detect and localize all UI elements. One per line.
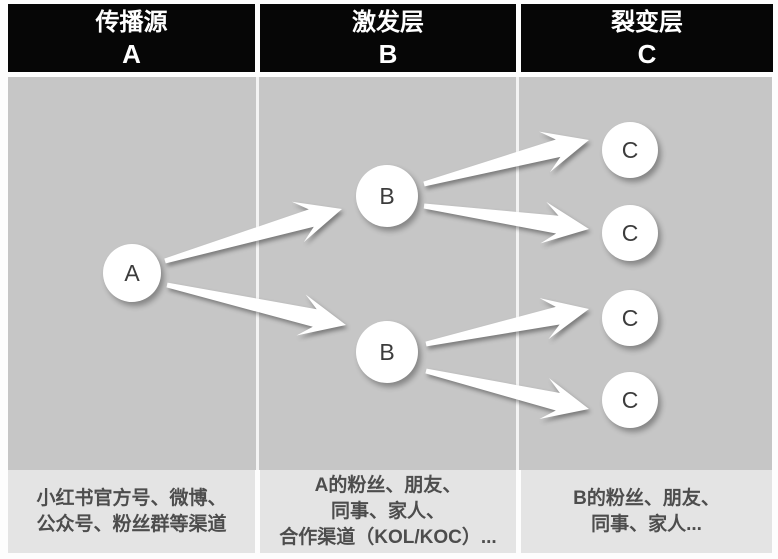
footer-line: 公众号、粉丝群等渠道 — [36, 513, 227, 535]
header-column-fission: 裂变层 C — [521, 4, 773, 72]
footer-line: 小红书官方号、微博、 — [36, 487, 227, 509]
footer-box-source-channels: 小红书官方号、微博、 公众号、粉丝群等渠道 — [8, 470, 255, 553]
header-title: 激发层 — [352, 8, 424, 36]
footer-box-fission-audience: B的粉丝、朋友、 同事、家人... — [521, 470, 772, 553]
footer-line: A的粉丝、朋友、 — [314, 474, 462, 496]
node-b1: B — [356, 165, 418, 227]
node-c2: C — [602, 205, 658, 261]
header-letter: C — [637, 38, 657, 69]
header-column-activation: 激发层 B — [260, 4, 516, 72]
node-c1: C — [602, 122, 658, 178]
node-c3: C — [602, 290, 658, 346]
node-b2: B — [356, 321, 418, 383]
footer-box-activation-audience: A的粉丝、朋友、 同事、家人、 合作渠道（KOL/KOC）... — [260, 470, 516, 553]
node-c4: C — [602, 372, 658, 428]
footer-line: 同事、家人... — [591, 513, 702, 535]
header-letter: A — [122, 38, 141, 69]
column-divider — [516, 77, 519, 470]
column-divider — [256, 77, 259, 470]
footer-line: B的粉丝、朋友、 — [573, 487, 720, 509]
header-title: 传播源 — [95, 8, 168, 36]
header-title: 裂变层 — [611, 8, 683, 36]
header-letter: B — [378, 38, 398, 69]
footer-line: 合作渠道（KOL/KOC）... — [279, 526, 497, 548]
footer-line: 同事、家人、 — [330, 500, 445, 522]
node-a: A — [103, 244, 161, 302]
header-column-source: 传播源 A — [8, 4, 255, 72]
